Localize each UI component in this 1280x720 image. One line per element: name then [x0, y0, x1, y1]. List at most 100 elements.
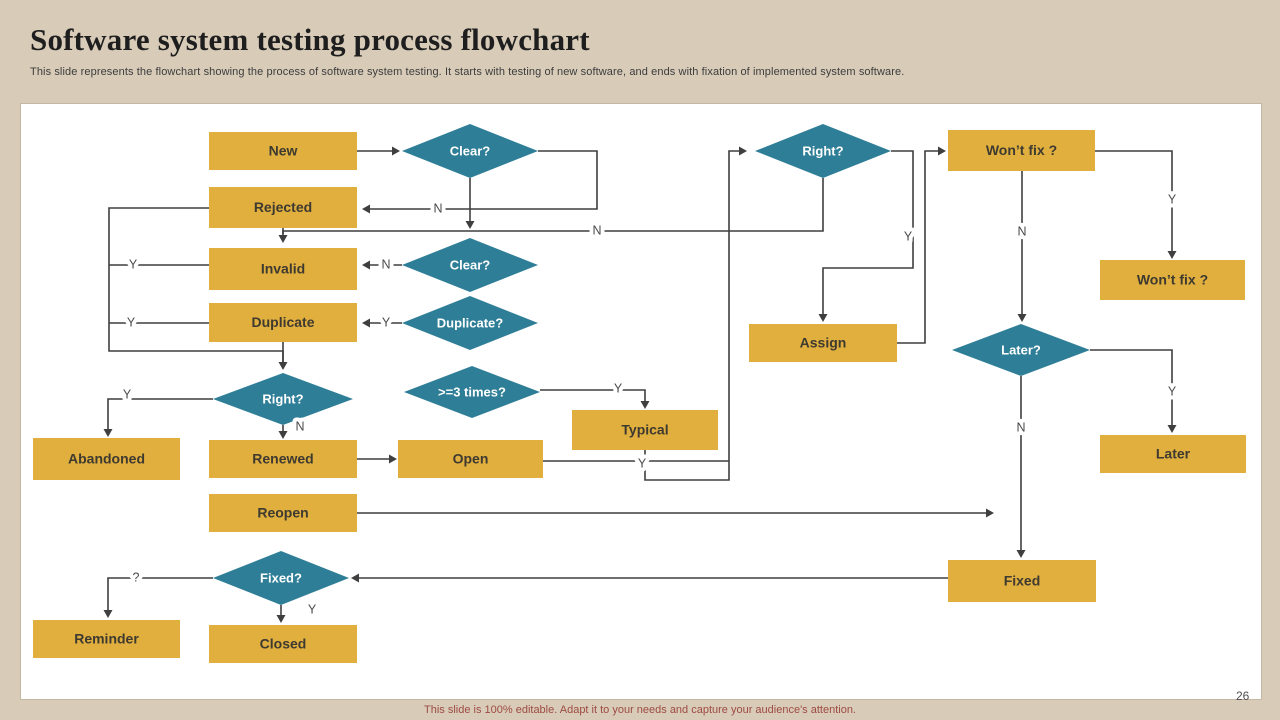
node-label-renewed: Renewed [252, 451, 313, 467]
edge-label-y-wontfix1: Y [1168, 192, 1177, 206]
decision-label-three-times-q: >=3 times? [438, 384, 506, 399]
node-label-wont-fix-2: Won’t fix ? [1137, 272, 1208, 288]
connector-wontfix1-n-to-laterq [1017, 171, 1027, 322]
decision-clear-1: Clear? [402, 124, 538, 178]
node-label-closed: Closed [260, 636, 307, 652]
arrowhead [103, 610, 113, 618]
node-typical: Typical [572, 410, 718, 450]
node-duplicate: Duplicate [209, 303, 357, 342]
node-label-abandoned: Abandoned [68, 451, 145, 467]
arrowhead [986, 508, 994, 518]
node-label-duplicate: Duplicate [251, 314, 314, 330]
arrowhead [278, 235, 288, 243]
node-new: New [209, 132, 357, 170]
edge-label-y-fixedq: Y [308, 602, 317, 616]
edge-label-n-wontfix1: N [1017, 224, 1026, 238]
node-abandoned: Abandoned [33, 438, 180, 480]
node-label-wont-fix-1: Won’t fix ? [986, 142, 1057, 158]
edge-label-y-laterq: Y [1168, 384, 1177, 398]
decision-label-right-q-top: Right? [802, 143, 843, 158]
connector-threetimes-y-to-typical [540, 389, 650, 409]
arrowhead [362, 318, 370, 328]
node-open: Open [398, 440, 543, 478]
decision-clear-2: Clear? [402, 238, 538, 292]
edge-label-n-laterq: N [1016, 420, 1025, 434]
connector-fixed-to-fixedq [351, 573, 948, 583]
connector-rightl-n-to-renewed [278, 425, 288, 439]
node-label-invalid: Invalid [261, 261, 305, 277]
node-wont-fix-1: Won’t fix ? [948, 130, 1095, 171]
node-rejected: Rejected [209, 187, 357, 228]
decision-duplicate-q: Duplicate? [402, 296, 538, 350]
slide-subtitle: This slide represents the flowchart show… [30, 66, 905, 78]
decision-label-clear-2: Clear? [450, 257, 491, 272]
connector-clear2-n-to-invalid [362, 260, 402, 270]
node-label-reopen: Reopen [257, 505, 308, 521]
connector-reopen-long [357, 508, 994, 518]
decision-fixed-q: Fixed? [213, 551, 349, 605]
connector-fixedq-q-to-reminder [103, 577, 213, 618]
node-label-rejected: Rejected [254, 199, 312, 215]
connector-wontfix1-y-to-wontfix2 [1095, 150, 1177, 259]
connector-clear1-n-to-rejected [362, 150, 598, 214]
node-label-typical: Typical [621, 422, 668, 438]
decision-label-right-q-left: Right? [262, 391, 303, 406]
node-label-reminder: Reminder [74, 631, 139, 647]
node-fixed-box: Fixed [948, 560, 1096, 602]
node-label-fixed-box: Fixed [1004, 573, 1041, 589]
slide-footer-note: This slide is 100% editable. Adapt it to… [424, 704, 856, 716]
connector-laterq-y-to-later [1090, 349, 1177, 433]
edge-label-y-loop-invalid: Y [129, 257, 138, 271]
edge-label-y-rightq: Y [904, 229, 913, 243]
arrowhead [362, 260, 370, 270]
decision-label-later-q: Later? [1001, 342, 1041, 357]
arrowhead [739, 146, 747, 156]
arrowhead [389, 454, 397, 464]
connector-rightl-y-to-abandoned [103, 398, 213, 437]
node-later-box: Later [1100, 435, 1246, 473]
edge-label-y-loop-duplicate: Y [127, 315, 136, 329]
page-title: Software system testing process flowchar… [30, 22, 590, 57]
node-invalid: Invalid [209, 248, 357, 290]
decision-right-q-top: Right? [755, 124, 891, 178]
arrowhead [276, 615, 286, 623]
edge-label-n-clear2: N [381, 257, 390, 271]
page-number: 26 [1236, 689, 1250, 703]
node-label-later-box: Later [1156, 446, 1191, 462]
arrowhead [1167, 251, 1177, 259]
edge-label-y-dupq: Y [382, 315, 391, 329]
connector-new-to-clear1 [357, 146, 400, 156]
arrowhead [1167, 425, 1177, 433]
decision-label-duplicate-q: Duplicate? [437, 315, 504, 330]
connector-fixedq-y-to-closed [276, 605, 286, 623]
connector-laterq-n-to-fixed [1016, 376, 1026, 558]
decision-three-times-q: >=3 times? [404, 366, 540, 418]
edge-label-n-clear1: N [433, 201, 442, 215]
decision-later-q: Later? [952, 324, 1090, 376]
arrowhead [1017, 314, 1027, 322]
decision-label-clear-1: Clear? [450, 143, 491, 158]
arrowhead [938, 146, 946, 156]
arrowhead [103, 429, 113, 437]
arrowhead [362, 204, 370, 214]
connector-clear1-down [465, 178, 475, 229]
decision-label-fixed-q: Fixed? [260, 570, 302, 585]
connector-rightq-n-long-to-invalid [278, 178, 824, 243]
edge-label-y-open: Y [638, 456, 647, 470]
decision-right-q-left: Right? [213, 373, 353, 425]
arrowhead [278, 362, 288, 370]
node-label-open: Open [453, 451, 489, 467]
arrowhead [818, 314, 828, 322]
edge-label-n-long: N [592, 223, 601, 237]
arrowhead [392, 146, 400, 156]
arrowhead [465, 221, 475, 229]
connector-typical-loop-to-rightq [644, 146, 747, 481]
connector-assign-to-wontfix1 [897, 146, 946, 344]
connector-renewed-to-open [357, 454, 397, 464]
arrowhead [351, 573, 359, 583]
node-wont-fix-2: Won’t fix ? [1100, 260, 1245, 300]
arrowhead [640, 401, 650, 409]
arrowhead [278, 431, 288, 439]
node-closed: Closed [209, 625, 357, 663]
edge-label-q-fixedq: ? [133, 570, 140, 584]
